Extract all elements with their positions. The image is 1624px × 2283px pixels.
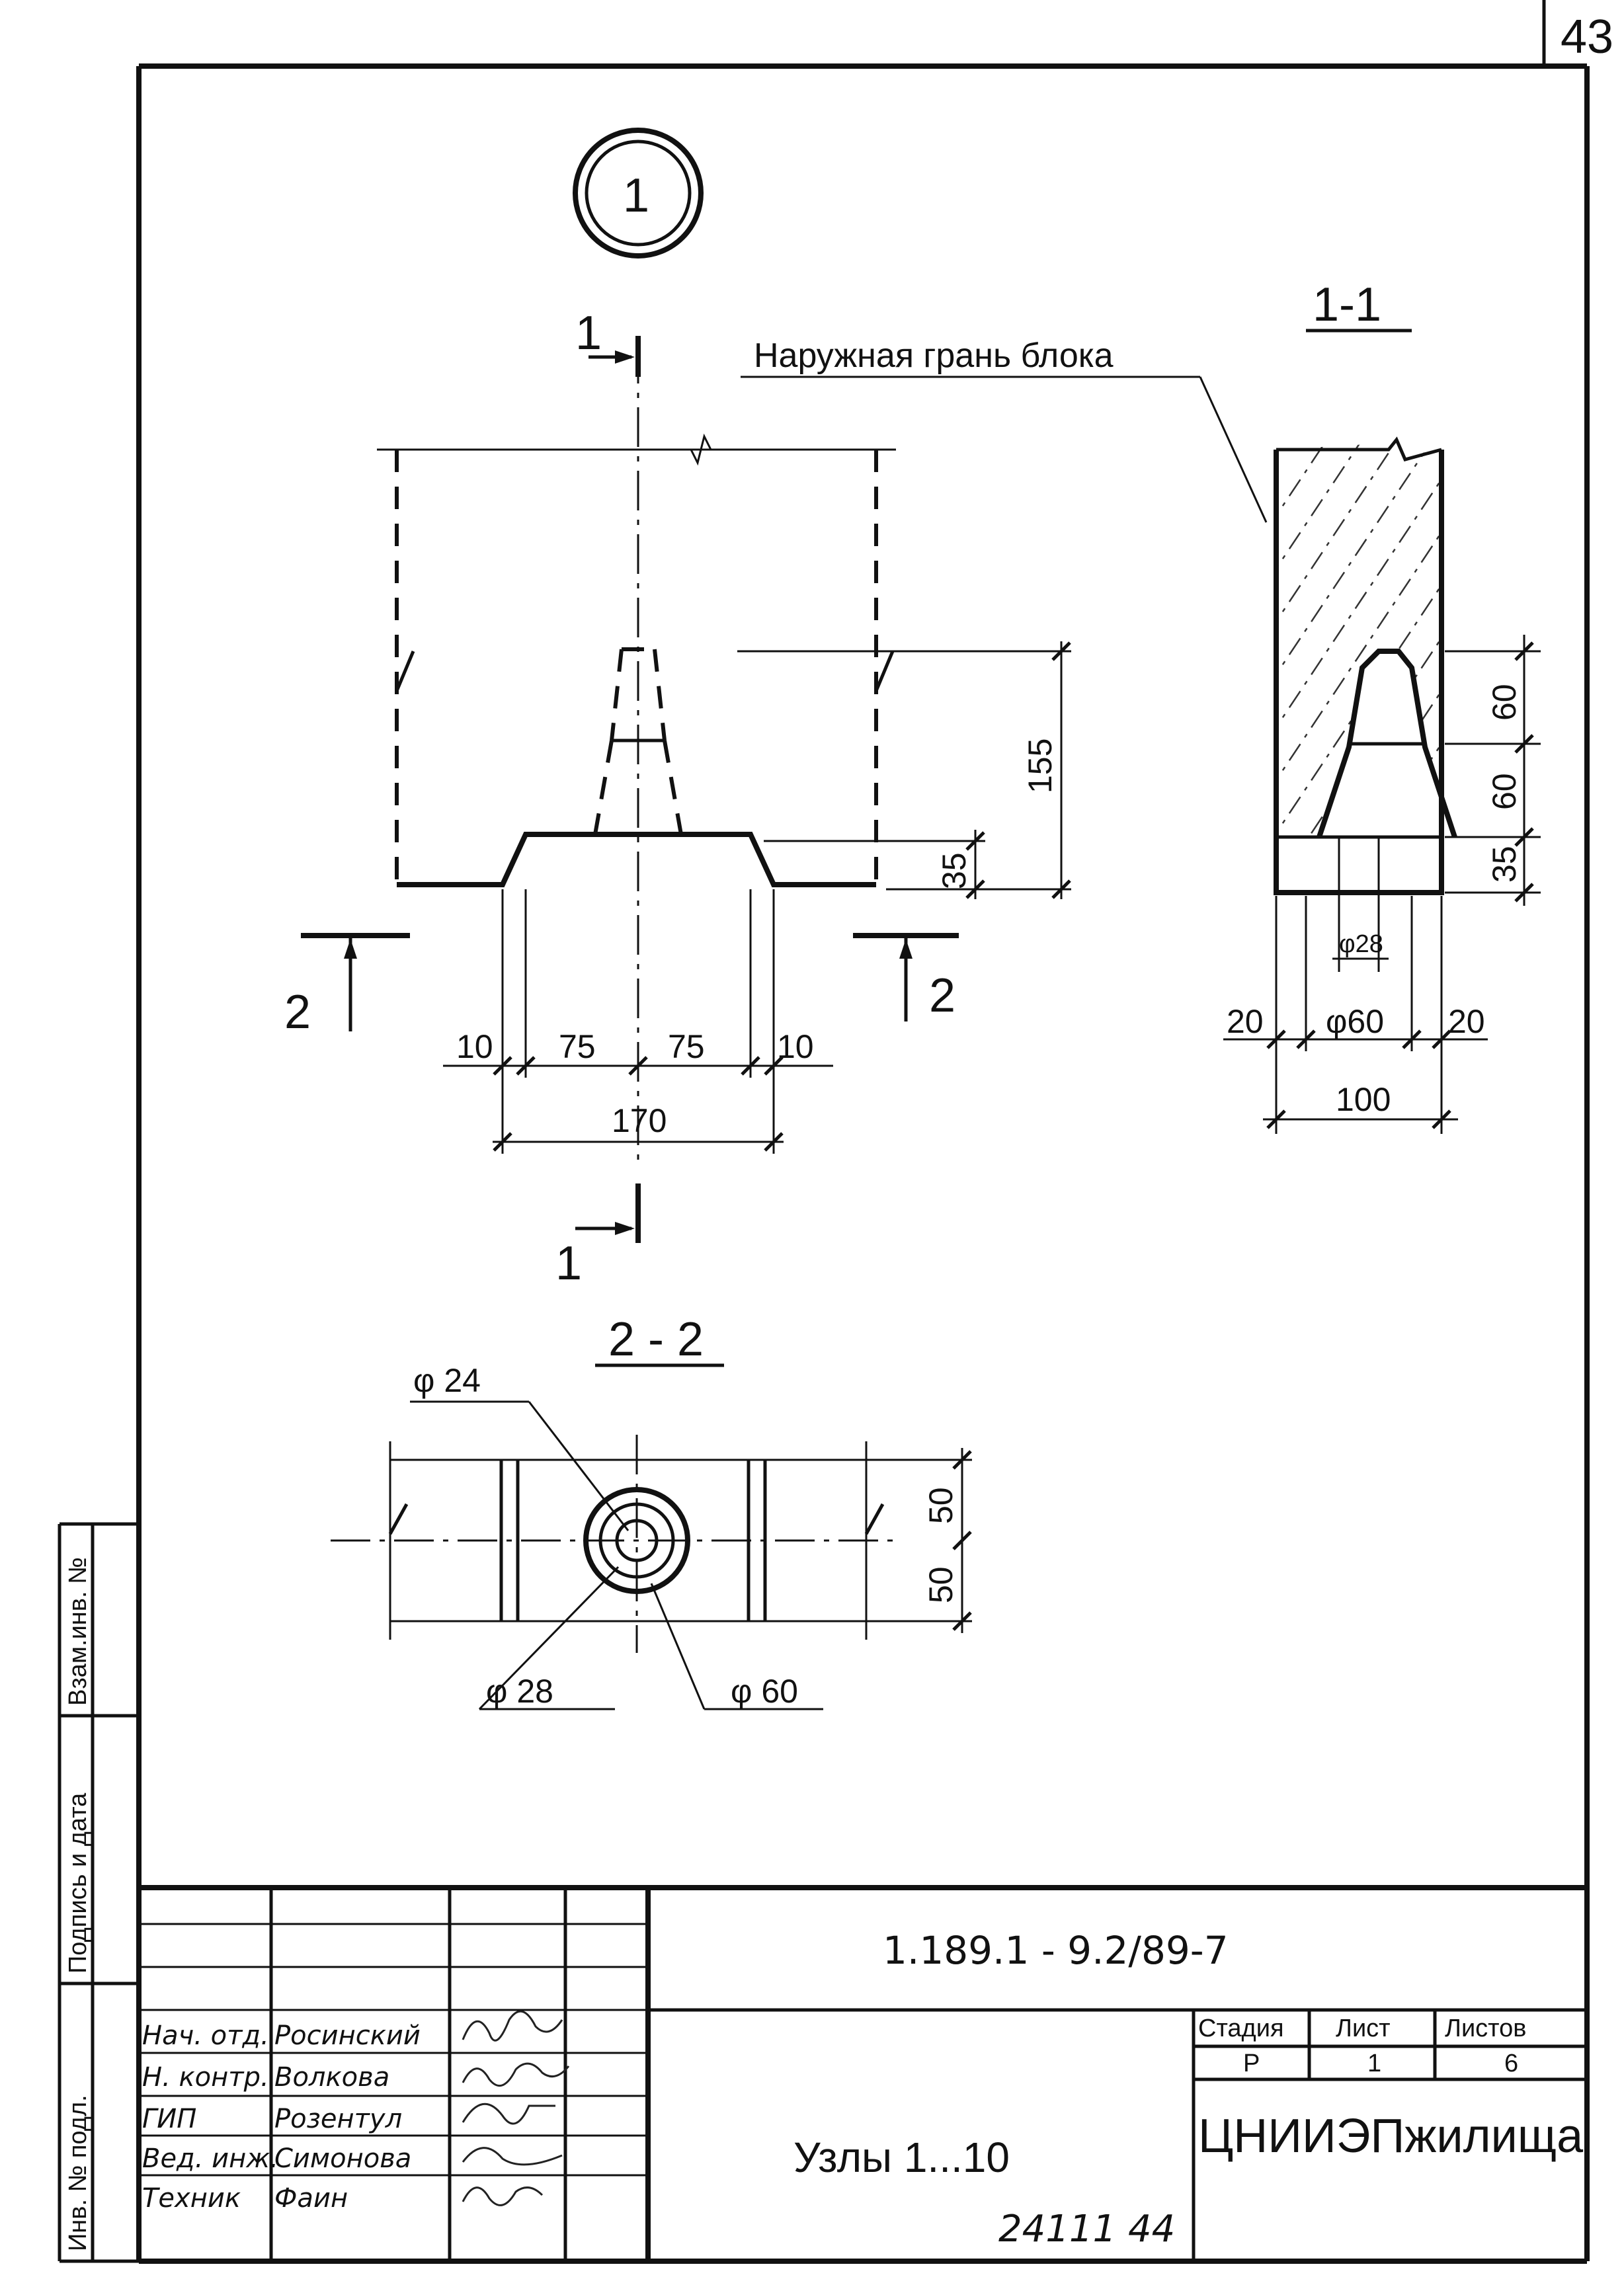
dim-bottom-2: 75 <box>559 1028 596 1065</box>
node-marker <box>573 128 704 259</box>
drawing-code: 1.189.1 - 9.2/89-7 <box>883 1928 1229 1973</box>
signature-simonova <box>462 2147 563 2166</box>
sheets-value: 6 <box>1504 2050 1518 2077</box>
staff-name-4: Симонова <box>274 2143 411 2174</box>
side-stamp-signature-date: Подпись и дата <box>64 1792 92 1974</box>
stage-header: Стадия <box>1198 2015 1284 2042</box>
staff-role-5: Техник <box>142 2183 241 2214</box>
section-mark-right: 2 <box>929 969 955 1022</box>
node-marker-number: 1 <box>623 169 649 222</box>
section-1-1-dim-100: 100 <box>1336 1081 1391 1118</box>
title-block <box>139 1885 1587 2261</box>
staff-role-3: ГИП <box>142 2104 196 2134</box>
side-stamp-replacement-inv: Взам.инв. № <box>64 1557 92 1706</box>
sheets-header: Листов <box>1445 2015 1526 2042</box>
staff-name-5: Фаин <box>274 2183 348 2214</box>
main-view <box>301 336 1071 1243</box>
sheet-header: Лист <box>1336 2015 1391 2042</box>
section-2-2-dim-50-top: 50 <box>922 1487 959 1524</box>
signature-fain <box>462 2186 544 2206</box>
stage-value: Р <box>1243 2050 1260 2077</box>
section-1-1-dim-20-left: 20 <box>1227 1003 1264 1040</box>
signature-rozentul <box>462 2103 555 2125</box>
callout-phi60: φ 60 <box>731 1673 798 1710</box>
callout-phi24: φ 24 <box>413 1362 481 1399</box>
outer-face-label: Наружная грань блока <box>754 337 1114 375</box>
section-2-2 <box>331 1363 972 1710</box>
signature-volkova <box>462 2062 570 2087</box>
signature-rosinsky <box>462 2010 563 2042</box>
dim-bottom-3: 75 <box>668 1028 705 1065</box>
dim-bottom-4: 10 <box>777 1028 814 1065</box>
section-2-2-title: 2 - 2 <box>608 1313 704 1366</box>
organization: ЦНИИЭПжилища <box>1198 2110 1584 2163</box>
drawing-title: Узлы 1...10 <box>793 2134 1010 2181</box>
section-1-1-dim-20-right: 20 <box>1448 1003 1485 1040</box>
section-1-1-dim-phi60: φ60 <box>1326 1003 1384 1040</box>
dim-total-width: 170 <box>612 1102 667 1139</box>
section-1-1 <box>741 329 1541 1134</box>
section-mark-left: 2 <box>284 986 311 1039</box>
staff-role-1: Нач. отд. <box>142 2021 269 2051</box>
section-mark-top: 1 <box>575 307 602 360</box>
section-1-1-dim-35: 35 <box>1486 846 1523 883</box>
section-1-1-dim-phi28: φ28 <box>1339 930 1383 958</box>
callout-phi28: φ 28 <box>486 1673 553 1710</box>
section-1-1-dim-60-mid: 60 <box>1486 773 1523 810</box>
staff-role-4: Вед. инж. <box>142 2143 278 2174</box>
side-stamp <box>58 1522 139 2263</box>
sheet-value: 1 <box>1367 2050 1381 2077</box>
side-stamp-original-inv: Инв. № подл. <box>64 2095 92 2251</box>
dim-height-total: 155 <box>1022 739 1059 793</box>
section-1-1-dim-60-top: 60 <box>1486 684 1523 721</box>
staff-name-3: Розентул <box>274 2104 402 2134</box>
staff-name-1: Росинский <box>274 2021 421 2051</box>
staff-role-2: Н. контр. <box>142 2062 269 2093</box>
section-1-1-title: 1-1 <box>1313 278 1381 331</box>
dim-height-base: 35 <box>936 852 973 889</box>
section-mark-bottom: 1 <box>555 1237 582 1290</box>
staff-name-2: Волкова <box>274 2062 389 2093</box>
dim-bottom-1: 10 <box>456 1028 493 1065</box>
sheet-corner-number: 43 <box>1561 11 1613 63</box>
section-2-2-dim-50-bottom: 50 <box>922 1566 959 1603</box>
sheet-frame <box>136 0 1590 2264</box>
bottom-number: 24111 44 <box>998 2208 1175 2251</box>
